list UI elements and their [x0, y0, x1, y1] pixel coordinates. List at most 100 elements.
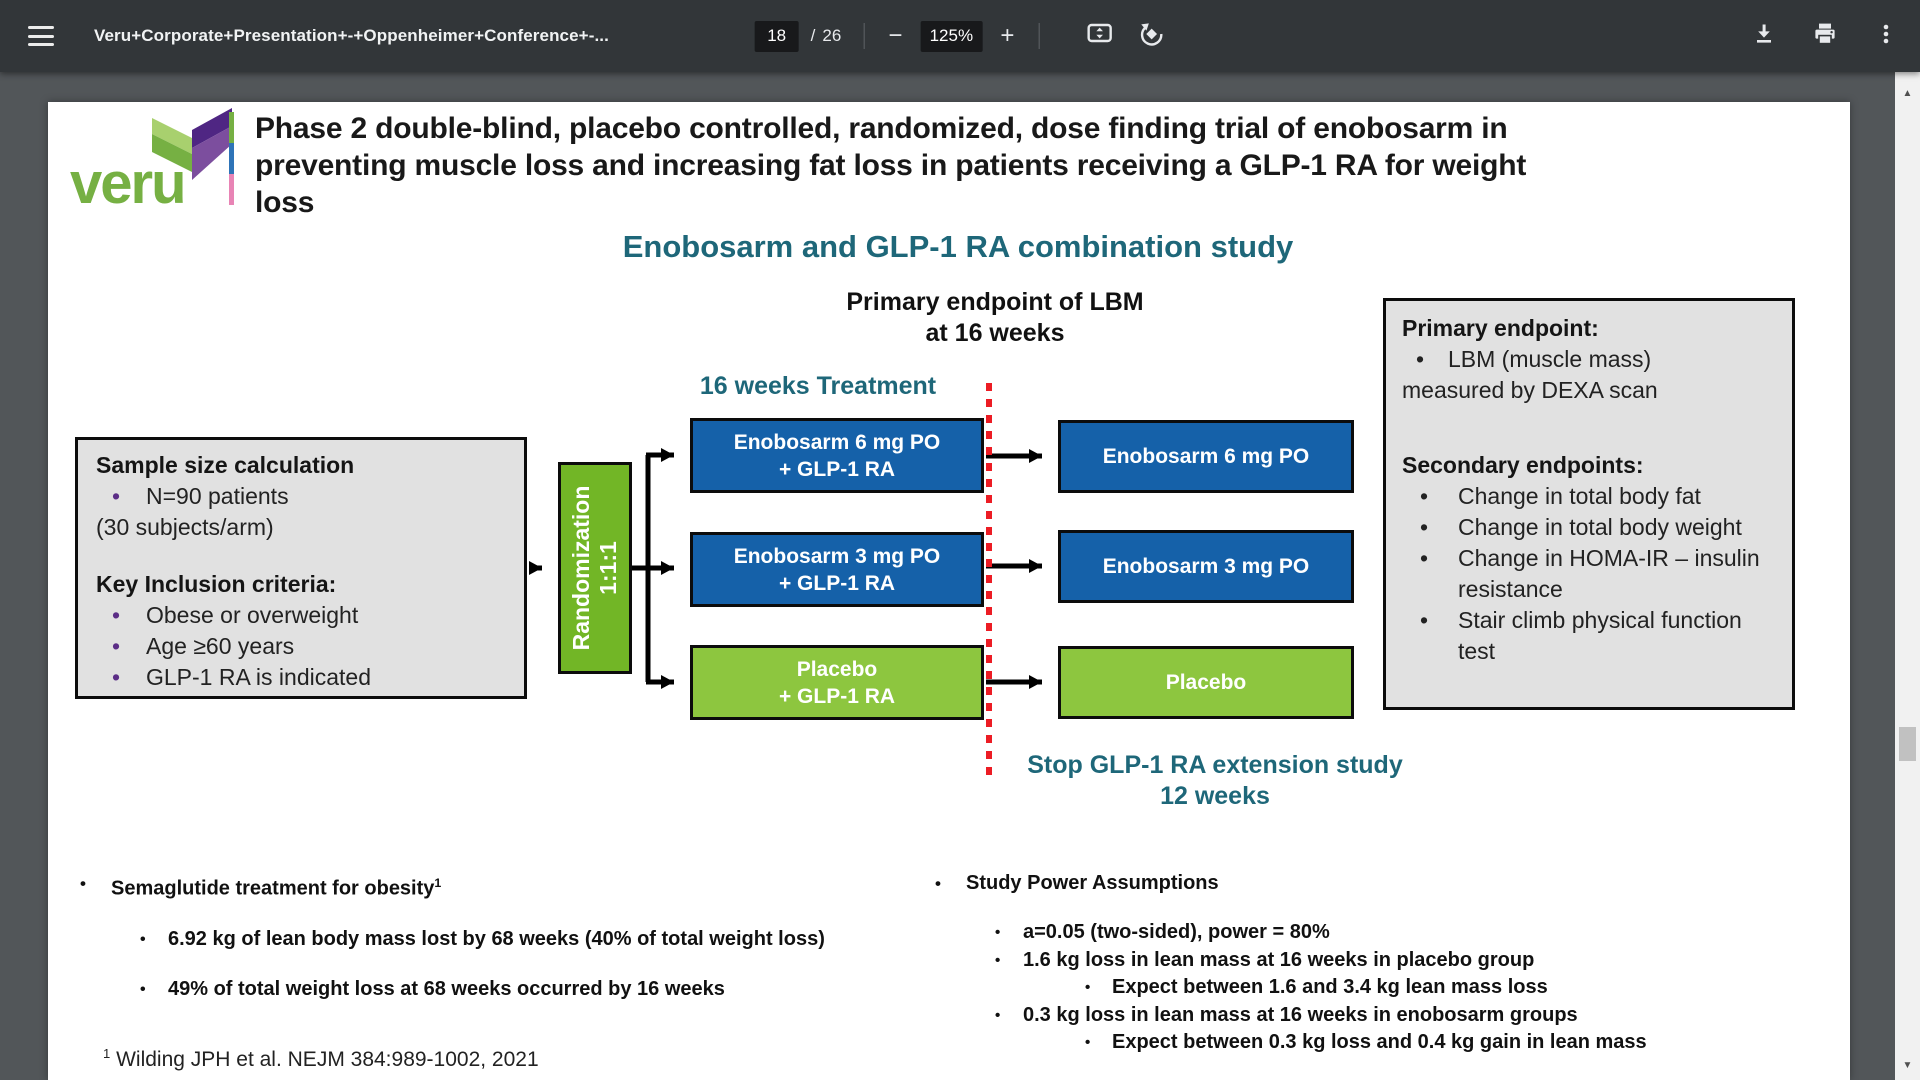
page-separator: / — [810, 26, 816, 45]
more-options-button[interactable] — [1874, 22, 1898, 51]
list-item: Change in total body weight — [1402, 512, 1778, 543]
bullet-icon — [1085, 1029, 1112, 1057]
page-total: 26 — [822, 26, 842, 45]
slide-title: Phase 2 double-blind, placebo controlled… — [255, 110, 1830, 221]
semaglutide-fact: 49% of total weight loss at 68 weeks occ… — [168, 977, 725, 1000]
scrollbar-thumb[interactable] — [1899, 727, 1916, 761]
list-item: Study Power Assumptions — [933, 872, 1723, 895]
power-assumption-item: a=0.05 (two-sided), power = 80% — [1023, 921, 1330, 943]
zoom-out-button[interactable]: − — [888, 22, 903, 49]
power-assumption-notes: Study Power Assumptions a=0.05 (two-side… — [933, 872, 1723, 1057]
vertical-scrollbar[interactable]: ▲ ▼ — [1895, 72, 1920, 1080]
bullet-icon — [96, 631, 146, 662]
arm-enobosarm-6mg-glp1: Enobosarm 6 mg PO + GLP-1 RA — [690, 418, 984, 493]
menu-icon[interactable] — [28, 26, 54, 46]
list-item: N=90 patients — [96, 481, 510, 512]
bullet-icon — [1402, 605, 1458, 667]
extension-arm-placebo: Placebo — [1058, 646, 1354, 719]
arm-label: Placebo — [796, 657, 878, 681]
pdf-toolbar: Veru+Corporate+Presentation+-+Oppenheime… — [0, 0, 1920, 72]
zoom-level-input[interactable]: 125% — [920, 20, 983, 52]
power-assumption-item: 0.3 kg loss in lean mass at 16 weeks in … — [1023, 1003, 1578, 1026]
zoom-in-button[interactable]: + — [1000, 22, 1015, 49]
bullet-icon — [995, 1002, 1023, 1030]
bullet-icon — [1085, 974, 1112, 1002]
power-assumption-item: 1.6 kg loss in lean mass at 16 weeks in … — [1023, 948, 1535, 971]
arm-label: Placebo — [1165, 671, 1247, 694]
bullet-icon — [995, 947, 1023, 975]
toolbar-center: 18 / 26 − 125% + — [754, 0, 1166, 72]
endpoints-box: Primary endpoint: LBM (muscle mass) meas… — [1383, 298, 1795, 710]
list-item: GLP-1 RA is indicated — [96, 662, 510, 693]
bullet-icon — [933, 872, 966, 895]
bullet-icon — [96, 662, 146, 693]
list-item: 0.3 kg loss in lean mass at 16 weeks in … — [933, 1002, 1723, 1030]
list-item: Expect between 0.3 kg loss and 0.4 kg ga… — [933, 1029, 1723, 1057]
list-item: Stair climb physical function test — [1402, 605, 1778, 667]
pdf-page: veru Phase 2 double-blind, placebo contr… — [48, 102, 1850, 1080]
download-button[interactable] — [1752, 22, 1776, 51]
veru-logo-mark-icon — [150, 104, 234, 187]
inclusion-item: Age ≥60 years — [146, 633, 295, 659]
secondary-endpoint-item: Change in total body fat — [1458, 483, 1701, 509]
list-item: Change in total body fat — [1402, 481, 1778, 512]
arm-label: Enobosarm 6 mg PO — [1102, 445, 1310, 468]
power-assumption-subitem: Expect between 0.3 kg loss and 0.4 kg ga… — [1112, 1031, 1647, 1053]
inclusion-criteria-heading: Key Inclusion criteria: — [96, 571, 337, 597]
list-item: 49% of total weight loss at 68 weeks occ… — [78, 978, 908, 1001]
secondary-endpoint-item: Change in HOMA-IR – insulin resistance — [1458, 545, 1760, 602]
toolbar-divider — [1038, 23, 1040, 49]
rotate-counterclockwise-icon — [1137, 20, 1165, 53]
toolbar-divider — [863, 23, 865, 49]
semaglutide-fact: 6.92 kg of lean body mass lost by 68 wee… — [168, 927, 825, 950]
bullet-icon — [140, 928, 168, 951]
list-item: 1.6 kg loss in lean mass at 16 weeks in … — [933, 947, 1723, 975]
secondary-endpoint-item: Change in total body weight — [1458, 514, 1742, 540]
toolbar-left: Veru+Corporate+Presentation+-+Oppenheime… — [0, 0, 609, 72]
list-item: LBM (muscle mass) — [1402, 344, 1778, 375]
print-button[interactable] — [1812, 21, 1838, 52]
arm-placebo-glp1: Placebo + GLP-1 RA — [690, 645, 984, 720]
scroll-up-arrow-icon[interactable]: ▲ — [1902, 87, 1913, 99]
randomization-box: Randomization 1:1:1 — [558, 462, 632, 674]
power-assumption-subitem: Expect between 1.6 and 3.4 kg lean mass … — [1112, 976, 1548, 998]
arm-label: Enobosarm 3 mg PO — [733, 544, 941, 568]
sample-n-value: N=90 patients — [146, 483, 289, 509]
secondary-endpoints-heading: Secondary endpoints: — [1402, 452, 1644, 478]
arm-label: Enobosarm 6 mg PO — [733, 430, 941, 454]
arm-label: Enobosarm 3 mg PO — [1102, 555, 1310, 578]
list-item: a=0.05 (two-sided), power = 80% — [933, 919, 1723, 947]
primary-endpoint-item: LBM (muscle mass) — [1448, 346, 1652, 372]
treatment-phase-label: 16 weeks Treatment — [699, 372, 937, 400]
page-number-input[interactable]: 18 — [754, 20, 799, 52]
page-count: / 26 — [811, 26, 842, 46]
randomization-text: Randomization — [568, 485, 594, 651]
list-item: Expect between 1.6 and 3.4 kg lean mass … — [933, 974, 1723, 1002]
rotate-button[interactable] — [1137, 20, 1165, 53]
stop-glp1-note: Stop GLP-1 RA extension study 12 weeks — [1015, 750, 1415, 812]
sample-size-box: Sample size calculation N=90 patients (3… — [75, 437, 527, 699]
list-item: 6.92 kg of lean body mass lost by 68 wee… — [78, 928, 908, 951]
semaglutide-notes: Semaglutide treatment for obesity1 6.92 … — [78, 872, 908, 1001]
toolbar-right — [1752, 0, 1898, 72]
stop-note-line2: 12 weeks — [1160, 782, 1270, 810]
sample-subline: (30 subjects/arm) — [96, 514, 274, 540]
inclusion-item: GLP-1 RA is indicated — [146, 664, 372, 690]
fit-to-page-button[interactable] — [1085, 20, 1113, 53]
primary-endpoint-note: Primary endpoint of LBM at 16 weeks — [795, 287, 1195, 349]
arm-enobosarm-3mg-glp1: Enobosarm 3 mg PO + GLP-1 RA — [690, 532, 984, 607]
fit-to-page-icon — [1085, 20, 1113, 53]
arm-label: + GLP-1 RA — [778, 457, 896, 481]
stop-note-line1: Stop GLP-1 RA extension study — [1027, 751, 1403, 779]
scroll-down-arrow-icon[interactable]: ▼ — [1902, 1059, 1913, 1071]
veru-logo: veru — [70, 151, 187, 216]
bullet-icon — [96, 481, 146, 512]
bullet-icon — [1402, 481, 1458, 512]
study-subtitle: Enobosarm and GLP-1 RA combination study — [622, 229, 1294, 264]
list-item: Change in HOMA-IR – insulin resistance — [1402, 543, 1778, 605]
bullet-icon — [1402, 512, 1458, 543]
arm-label: + GLP-1 RA — [778, 684, 896, 708]
extension-arm-enobosarm-3mg: Enobosarm 3 mg PO — [1058, 530, 1354, 603]
randomization-ratio: 1:1:1 — [595, 541, 621, 595]
